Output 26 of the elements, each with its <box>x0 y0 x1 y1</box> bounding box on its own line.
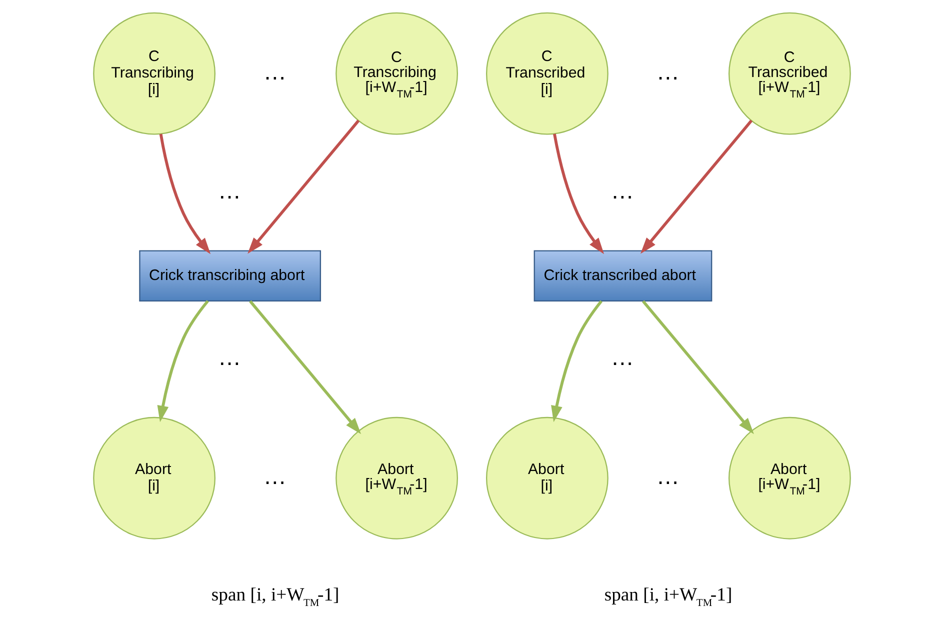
label: span [i, i+W$_{TM}$-1] <box>210 584 339 609</box>
label: … <box>217 177 241 204</box>
arrow <box>640 120 752 254</box>
arrow <box>158 134 210 254</box>
arrow <box>248 300 361 434</box>
label: … <box>217 344 241 370</box>
label: span [i, i+W$_{TM}$-1] <box>604 584 732 609</box>
arrow <box>156 300 208 422</box>
node-circle: C Transcribing [i] <box>92 12 215 135</box>
label: … <box>262 58 286 84</box>
arrow <box>247 120 360 254</box>
node-box: Crick transcribed abort <box>533 250 712 302</box>
label: … <box>262 462 286 489</box>
node-circle: C Transcribed [i+W$_{TM}$-1] <box>728 12 850 135</box>
node-circle: C Transcribed [i] <box>486 12 608 135</box>
label: … <box>656 58 680 84</box>
node-box: Crick transcribing abort <box>138 250 321 302</box>
arrow <box>552 134 604 254</box>
label: … <box>610 177 634 204</box>
arrow <box>550 300 602 422</box>
label: … <box>656 462 680 489</box>
arrow <box>641 300 754 434</box>
node-circle: Abort [i] <box>92 416 215 540</box>
node-circle: C Transcribing [i+W$_{TM}$-1] <box>335 12 458 135</box>
label: … <box>610 344 634 370</box>
node-circle: Abort [i] <box>486 416 608 540</box>
